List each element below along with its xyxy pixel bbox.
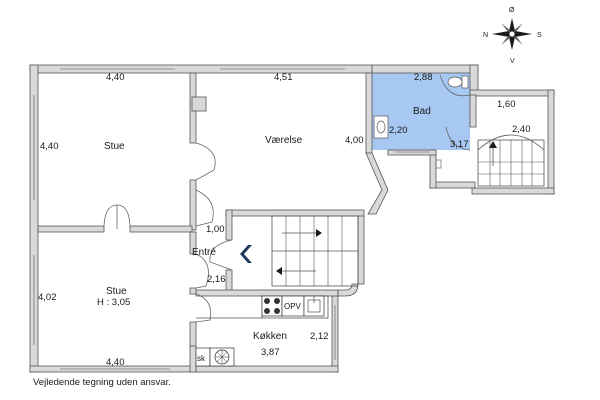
dishwasher-label: OPV bbox=[284, 302, 302, 311]
stair-hall-depth: 2,40 bbox=[512, 124, 531, 135]
stue-top-name: Stue bbox=[104, 141, 125, 152]
drain-icon bbox=[435, 159, 442, 169]
entrance-arrow-icon bbox=[240, 245, 252, 263]
bathroom-floor bbox=[372, 73, 470, 150]
vaerelse-width: 4,51 bbox=[274, 72, 293, 83]
compass-west: N bbox=[483, 32, 488, 39]
bad-width: 2,88 bbox=[414, 72, 433, 83]
bad-name: Bad bbox=[413, 106, 431, 117]
hall-staircase bbox=[271, 215, 359, 287]
inner-walls bbox=[37, 72, 477, 347]
doors bbox=[103, 74, 471, 323]
vaerelse-depth: 4,00 bbox=[345, 135, 364, 146]
koekken-width: 3,87 bbox=[261, 347, 280, 358]
vaerelse-name: Værelse bbox=[265, 135, 303, 146]
windows bbox=[33, 68, 430, 370]
bad-depth: 2,20 bbox=[389, 125, 408, 136]
compass-north: Ø bbox=[509, 7, 515, 14]
compass-rose-icon bbox=[492, 18, 532, 50]
kitchen-fixtures bbox=[195, 295, 329, 367]
compass-south: V bbox=[510, 58, 515, 65]
disclaimer-text: Vejledende tegning uden ansvar. bbox=[33, 377, 171, 388]
spiral-stair-arrow-icon bbox=[489, 141, 497, 148]
compass-east: S bbox=[537, 32, 542, 39]
bad-side: 3,17 bbox=[450, 139, 469, 150]
stue-top-width: 4,40 bbox=[106, 72, 125, 83]
toilet-icon bbox=[447, 75, 469, 89]
sink-icon bbox=[373, 115, 389, 139]
stue-bottom-name: Stue bbox=[106, 286, 127, 297]
entre-depth: 2,16 bbox=[207, 274, 226, 285]
stair-arrow-left-icon bbox=[276, 267, 282, 275]
stue-bottom-depth: 4,02 bbox=[38, 292, 57, 303]
stue-bottom-height: H : 3,05 bbox=[97, 297, 130, 308]
koekken-name: Køkken bbox=[253, 331, 287, 342]
bathroom-fixtures bbox=[373, 75, 469, 169]
stair-hall-width: 1,60 bbox=[497, 99, 516, 110]
stue-top-depth: 4,40 bbox=[40, 141, 59, 152]
koekken-depth: 2,12 bbox=[310, 331, 329, 342]
fan-icon bbox=[209, 347, 235, 367]
entre-name: Entré bbox=[192, 247, 216, 258]
spiral-staircase bbox=[477, 134, 545, 187]
stair-arrow-right-icon bbox=[316, 229, 322, 237]
stue-bottom-width: 4,40 bbox=[106, 357, 125, 368]
cupboard-label: sk bbox=[197, 354, 206, 363]
entre-width: 1,00 bbox=[206, 224, 225, 235]
